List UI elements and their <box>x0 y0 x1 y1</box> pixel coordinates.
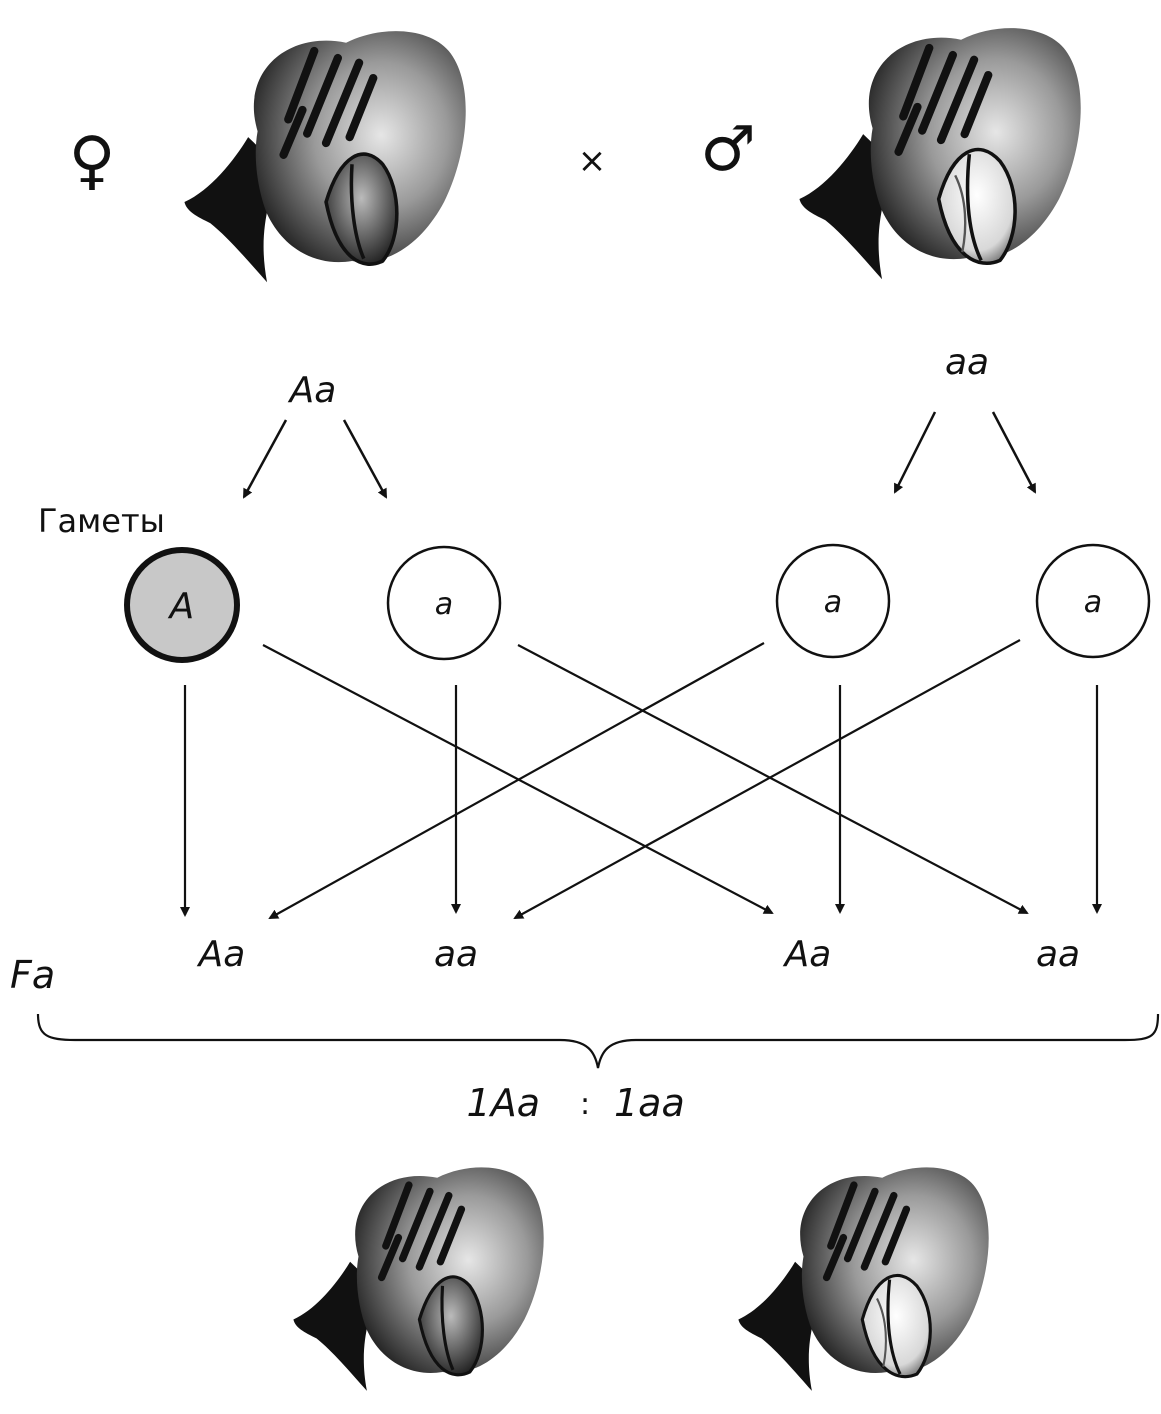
parent-male-flower-image <box>799 28 1080 279</box>
gamete-A: A <box>124 547 240 663</box>
generation-label: Fa <box>10 953 55 997</box>
arrow-male-to-gamete-a1 <box>893 411 937 494</box>
offspring-2: aa <box>434 934 478 975</box>
gamete-a-male-2-label: a <box>1084 585 1102 620</box>
gamete-a-male-1-label: a <box>824 585 842 620</box>
arrow-a-to-offspring-4 <box>517 644 1029 914</box>
parent-female-flower-image <box>184 31 465 282</box>
ratio-left: 1Aa <box>467 1081 540 1125</box>
female-symbol: ♀ <box>69 124 116 198</box>
gamete-a-female-label: a <box>435 587 453 622</box>
offspring-3: Aa <box>783 934 832 975</box>
arrow-male1-to-offspring-1 <box>268 642 765 919</box>
female-genotype: Aa <box>288 370 337 411</box>
gamete-a-female: a <box>386 545 502 661</box>
ratio-separator: : <box>580 1087 590 1122</box>
brace <box>36 1013 1160 1069</box>
male-symbol: ♂ <box>700 112 756 185</box>
gametes-label: Гаметы <box>38 502 165 540</box>
gamete-a-male-1: a <box>775 543 891 659</box>
offspring-1: Aa <box>197 934 246 975</box>
arrow-female-to-gamete-A <box>242 419 288 499</box>
arrow-male2-to-offspring-2 <box>513 639 1021 919</box>
gamete-A-label: A <box>168 586 195 627</box>
gamete-a-male-2: a <box>1035 543 1151 659</box>
offspring-4: aa <box>1036 934 1080 975</box>
male-genotype: aa <box>945 342 989 383</box>
arrow-female-to-gamete-a <box>342 419 388 499</box>
offspring-white-keel-flower-image <box>738 1167 988 1390</box>
ratio-right: 1aa <box>614 1081 685 1125</box>
cross-symbol: × <box>578 141 607 181</box>
fertilization-arrows <box>180 639 1102 919</box>
arrow-male-to-gamete-a2 <box>991 411 1037 494</box>
offspring-dark-keel-flower-image <box>293 1167 543 1390</box>
meiosis-arrows <box>242 411 1037 499</box>
